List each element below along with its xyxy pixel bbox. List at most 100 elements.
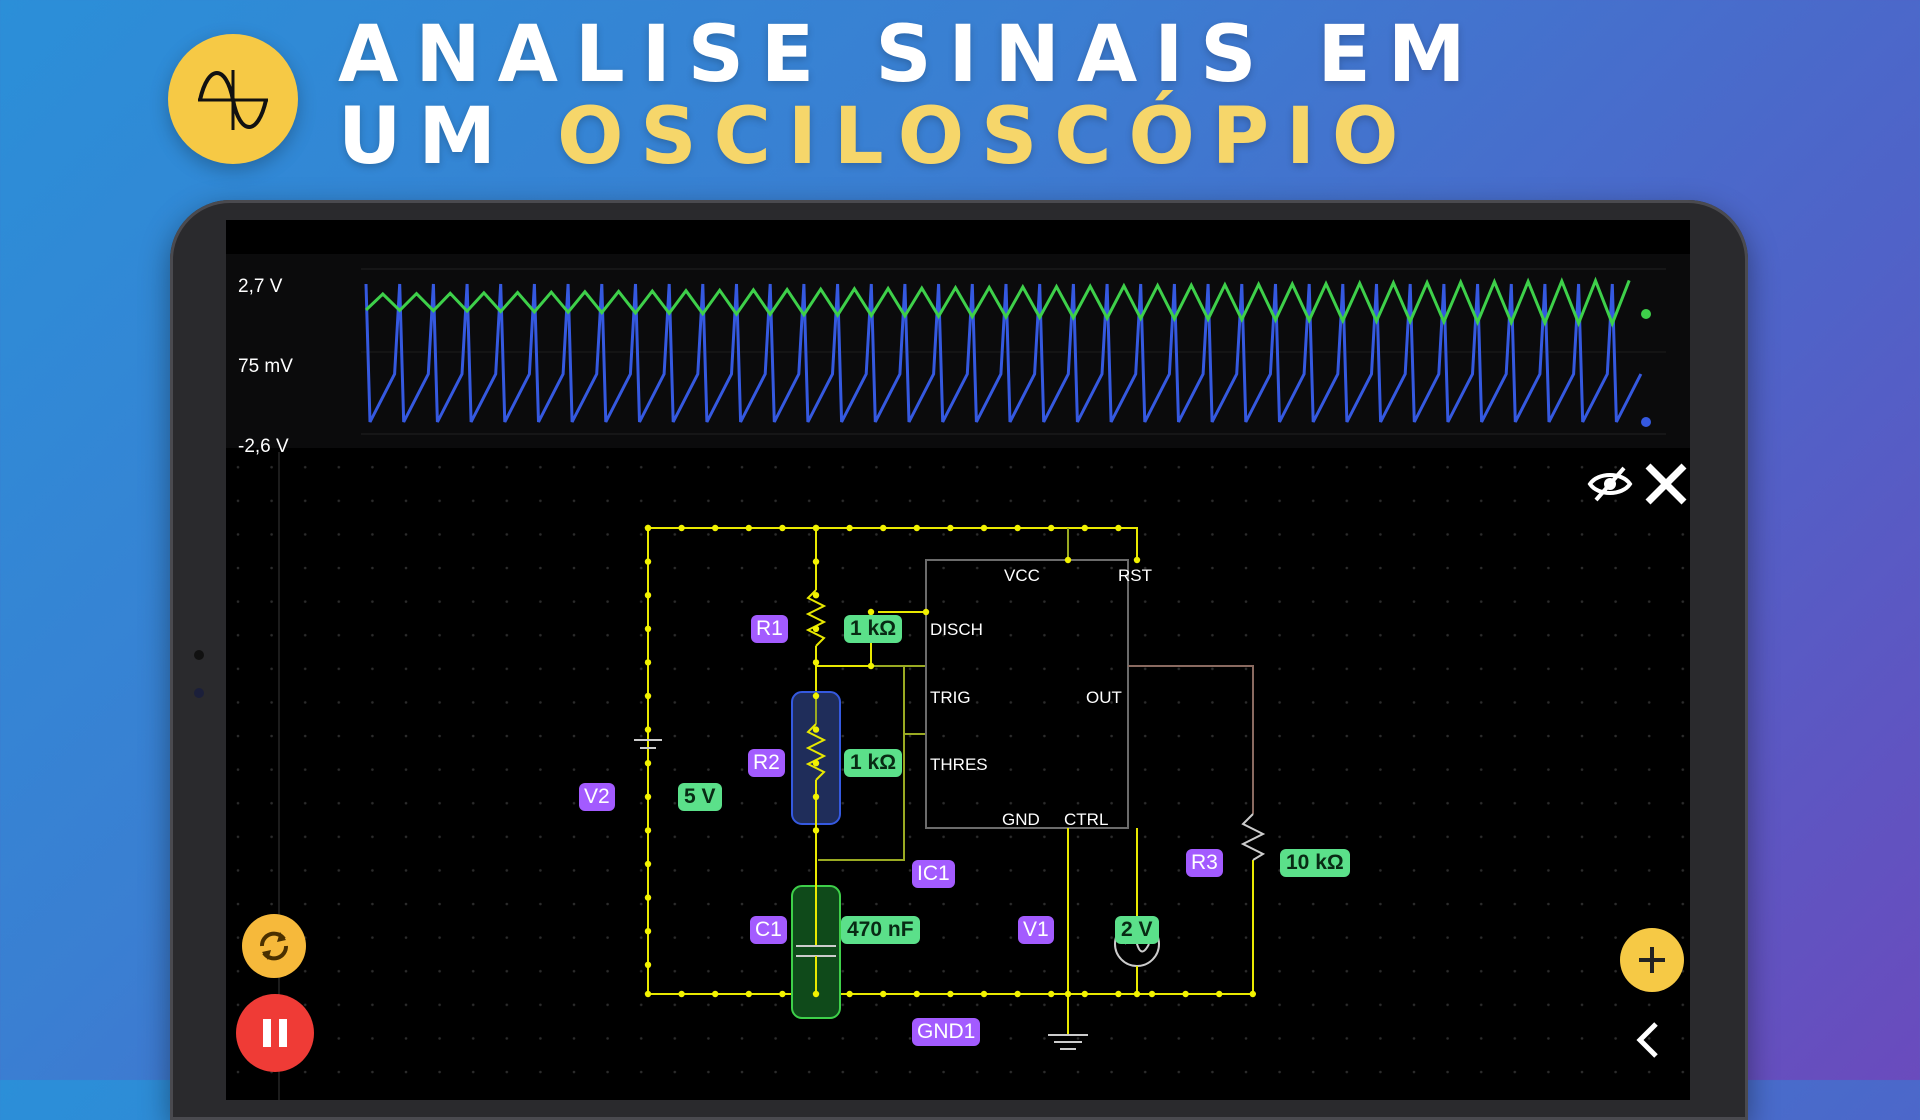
refresh-icon [259, 931, 289, 961]
wire-dot [1081, 524, 1088, 532]
camera-lens [194, 688, 204, 698]
wire-dot [846, 990, 853, 998]
green-trace-cursor [1641, 309, 1651, 319]
v1-label[interactable]: V1 [1018, 916, 1054, 944]
wire-dot [913, 524, 920, 532]
scope-traces [361, 268, 1666, 435]
wire-dot [644, 592, 652, 599]
wire-dot [880, 524, 887, 532]
wire-dot [812, 692, 820, 700]
camera-dot [194, 650, 204, 660]
wire-dot [1115, 524, 1122, 532]
wire-dot [1182, 990, 1189, 998]
hide-probes-button[interactable] [1586, 460, 1634, 508]
circuit-canvas[interactable] [226, 220, 1690, 1100]
wire-dot [678, 990, 685, 998]
v2-value[interactable]: 5 V [678, 783, 722, 811]
headline-line-1: ANALISE SINAIS EM [338, 10, 1483, 100]
c1-value[interactable]: 470 nF [841, 916, 920, 944]
app-screen: 2,7 V 75 mV -2,6 V [226, 220, 1690, 1100]
green-trace [364, 276, 1631, 328]
r2-label[interactable]: R2 [748, 749, 785, 777]
c1-label[interactable]: C1 [750, 916, 787, 944]
wire-dot [812, 793, 820, 800]
wire-dot [678, 524, 685, 532]
ic-pin-trig: TRIG [930, 688, 971, 707]
wire-dots [644, 524, 1256, 998]
wire-dot [812, 524, 820, 532]
wire-dot [913, 990, 920, 998]
wire-dot [1064, 990, 1072, 998]
wire-dot [644, 558, 652, 565]
headline: ANALISE SINAIS EM UM OSCILOSCÓPIO [338, 14, 1482, 178]
wire-dot [812, 625, 820, 632]
ic-pin-out: OUT [1086, 688, 1122, 707]
add-component-button[interactable] [1620, 928, 1684, 992]
ic-pin-ctrl: CTRL [1064, 810, 1109, 829]
r1-label[interactable]: R1 [751, 615, 788, 643]
headline-line-2: UM OSCILOSCÓPIO [338, 96, 1482, 178]
scope-top-label: 2,7 V [238, 276, 283, 297]
sine-wave-icon [198, 70, 268, 130]
wire-dot [745, 990, 752, 998]
wire-dot [1133, 556, 1141, 564]
r3-label[interactable]: R3 [1186, 849, 1223, 877]
app-logo [168, 34, 298, 164]
refresh-button[interactable] [242, 914, 306, 978]
wire-dot [1081, 990, 1088, 998]
back-button[interactable] [1628, 1018, 1668, 1062]
ic-pin-disch: DISCH [930, 620, 983, 639]
wire-dot [922, 608, 930, 616]
wire-dot [947, 990, 954, 998]
wire-dot [644, 860, 652, 868]
r2-value[interactable]: 1 kΩ [844, 749, 903, 777]
wire-dot [846, 524, 853, 532]
wire-dot [779, 990, 786, 998]
close-icon [1645, 463, 1687, 505]
wire-dot [712, 524, 719, 532]
scope-bottom-label: -2,6 V [238, 436, 289, 457]
v1-value[interactable]: 2 V [1115, 916, 1159, 944]
wire-dot [867, 662, 875, 670]
eye-off-icon [1587, 466, 1633, 502]
wire-dot [980, 524, 988, 532]
wire-dot [644, 659, 652, 666]
wire-dot [980, 990, 988, 998]
wire-dot [644, 793, 652, 800]
plus-icon [1639, 947, 1665, 973]
wire-dot [1115, 990, 1122, 998]
pause-button[interactable] [236, 994, 314, 1072]
r1-value[interactable]: 1 kΩ [844, 615, 903, 643]
ic-pin-thres: THRES [930, 755, 988, 774]
gnd1-label[interactable]: GND1 [912, 1018, 981, 1046]
wire-dot [812, 592, 820, 599]
wire-dot [644, 524, 652, 532]
chevron-left-icon [1636, 1022, 1658, 1058]
v2-label[interactable]: V2 [579, 783, 615, 811]
ic-pin-vcc: VCC [1004, 566, 1040, 585]
wire-dot [644, 990, 652, 998]
wire-dot [644, 760, 652, 767]
r3-value[interactable]: 10 kΩ [1280, 849, 1350, 877]
ic-pin-rst: RST [1118, 566, 1152, 585]
wire-dot [812, 659, 820, 666]
ic1-label[interactable]: IC1 [912, 860, 955, 888]
wire-dot [1014, 524, 1021, 532]
wire-dot [867, 608, 875, 616]
headline-line-2-accent: OSCILOSCÓPIO [557, 92, 1416, 182]
wire-dot [947, 524, 954, 532]
pause-icon [263, 1019, 287, 1047]
oscilloscope-panel[interactable]: 2,7 V 75 mV -2,6 V [226, 254, 1690, 457]
close-scope-button[interactable] [1642, 460, 1690, 508]
ic-pin-gnd: GND [1002, 810, 1040, 829]
wire-dot [745, 524, 752, 532]
wire-dot [1148, 990, 1156, 998]
wire-dot [812, 726, 820, 733]
wire-dot [644, 894, 652, 901]
wire-dot [644, 961, 652, 968]
wire-dot [1048, 524, 1055, 532]
wire-dot [1216, 990, 1223, 998]
wire-dot [812, 990, 820, 998]
blue-trace-cursor [1641, 417, 1651, 427]
wire-dot [880, 990, 887, 998]
